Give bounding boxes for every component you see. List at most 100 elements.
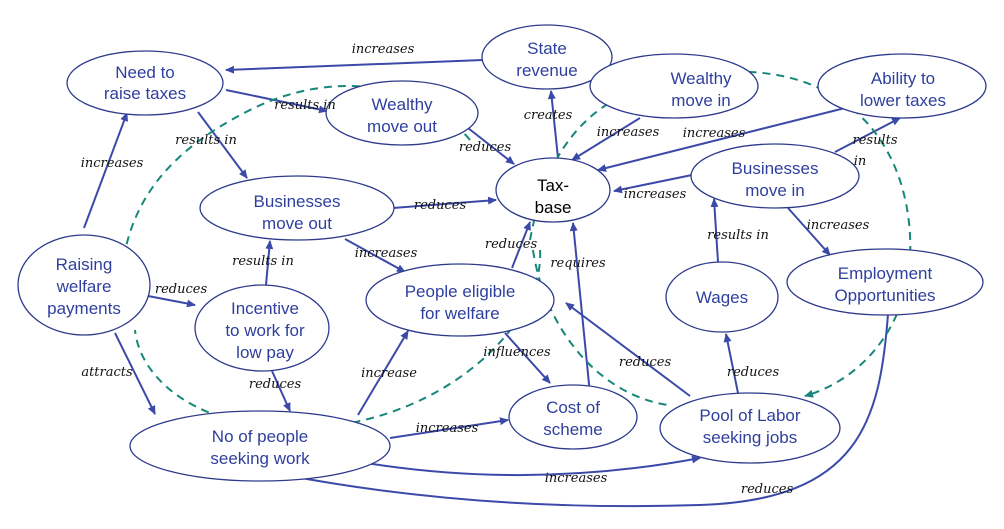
node-label: People eligible [405,282,516,301]
edge-wages-to-bus-in [710,198,719,263]
edge-wealthy-in-to-tax [571,117,641,161]
edge-label: increases [81,156,144,171]
node-label: Incentive [231,299,299,318]
node-label: low pay [236,343,294,362]
node-people-eligible-for-welfare[interactable]: People eligible for welfare [365,263,555,337]
node-label: Raising [56,255,113,274]
edge-bus-in-to-employment [787,207,831,256]
loop-left-dashed [122,85,542,430]
loop-right-dashed-lower [532,249,669,406]
node-label: Businesses [254,192,341,211]
edge-label: reduces [459,140,512,155]
edge-ability-to-tax [597,107,846,172]
edge-pool-to-tax [569,222,591,395]
edge-tax-to-state [547,90,559,159]
edge-label: results [852,133,897,148]
edge-label: in [854,154,867,169]
edge-employment-to-seeking [284,313,889,508]
edge-seeking-to-cost [389,417,509,439]
node-label: base [535,198,572,217]
node-label: raise taxes [104,84,186,103]
node-label: Wages [696,288,748,307]
node-label: seeking jobs [703,428,798,447]
edges [83,59,901,508]
node-need-to-raise-taxes[interactable]: Need to raise taxes [66,50,224,116]
node-label: Cost of [546,398,600,417]
edge-labels: increases results in results in reduces … [81,42,898,497]
edge-bus-out-to-eligible [344,238,406,273]
node-no-of-people-seeking-work[interactable]: No of people seeking work [129,410,391,482]
edge-bus-in-to-ability [834,117,901,153]
edge-need-to-bus-out [197,111,248,179]
node-label: payments [47,299,121,318]
edge-label: reduces [249,377,302,392]
edge-label: increases [416,421,479,436]
edge-raising-to-incentive [147,295,196,308]
edge-bus-in-to-tax [613,174,693,194]
node-state-revenue[interactable]: State revenue [481,24,613,90]
node-raising-welfare-payments[interactable]: Raising welfare payments [17,234,151,336]
node-tax-base[interactable]: Tax- base [495,157,611,223]
edge-label: increases [683,126,746,141]
node-cost-of-scheme[interactable]: Cost of scheme [508,384,638,450]
node-label: welfare [56,277,112,296]
node-label: Employment [838,264,933,283]
node-label: Opportunities [834,286,935,305]
node-wealthy-move-out[interactable]: Wealthy move out [325,80,479,146]
edge-label: increase [361,366,417,381]
edge-label: results in [175,133,237,148]
edge-label: increases [624,187,687,202]
node-ability-to-lower-taxes[interactable]: Ability to lower taxes [817,53,987,119]
node-wages[interactable]: Wages [665,261,779,333]
edge-seeking-to-pool [359,455,701,477]
node-label: Pool of Labor [699,406,800,425]
node-label: Tax- [537,176,569,195]
edge-raising-to-seeking [114,332,156,415]
node-label: scheme [543,420,603,439]
node-label: Wealthy [371,95,433,114]
edge-label: reduces [485,237,538,252]
edge-label: reduces [727,365,780,380]
node-label: lower taxes [860,91,946,110]
edge-label: results in [274,98,336,113]
node-label: for welfare [420,304,499,323]
node-label: Wealthy [670,69,732,88]
edge-label: reduces [741,482,794,497]
edge-label: reduces [619,355,672,370]
edge-label: attracts [81,365,133,380]
edge-state-to-need [225,59,484,74]
node-wealthy-move-in[interactable]: Wealthy move in [589,53,759,119]
edge-incentive-to-bus-out [265,240,274,286]
node-label: State [527,39,567,58]
node-label: revenue [516,61,577,80]
node-incentive-to-work[interactable]: Incentive to work for low pay [194,284,330,372]
edge-label: requires [550,256,606,271]
node-businesses-move-in[interactable]: Businesses move in [690,143,860,209]
node-label: No of people [212,427,308,446]
edge-eligible-to-cost [504,332,551,384]
edge-label: increases [807,218,870,233]
node-label: move in [671,91,731,110]
edge-label: increases [545,471,608,486]
node-label: to work for [225,321,305,340]
edge-bus-out-to-tax [392,196,497,209]
node-label: move out [262,214,332,233]
edge-incentive-to-seeking [271,370,291,412]
node-label: Need to [115,63,175,82]
node-label: Ability to [871,69,935,88]
edge-label: increases [352,42,415,57]
edge-label: creates [524,108,573,123]
edge-label: influences [483,345,551,360]
edge-label: results in [232,254,294,269]
edge-need-to-wealthy-out [225,89,328,114]
node-businesses-move-out[interactable]: Businesses move out [199,175,395,241]
edge-label: results in [707,228,769,243]
node-employment-opportunities[interactable]: Employment Opportunities [786,248,984,316]
edge-eligible-to-tax [511,221,531,269]
edge-wealthy-out-to-tax [467,127,515,165]
edge-pool-to-eligible [565,302,691,397]
edge-pool-to-wages [723,333,739,394]
node-pool-of-labor[interactable]: Pool of Labor seeking jobs [659,392,841,464]
edge-label: reduces [155,282,208,297]
